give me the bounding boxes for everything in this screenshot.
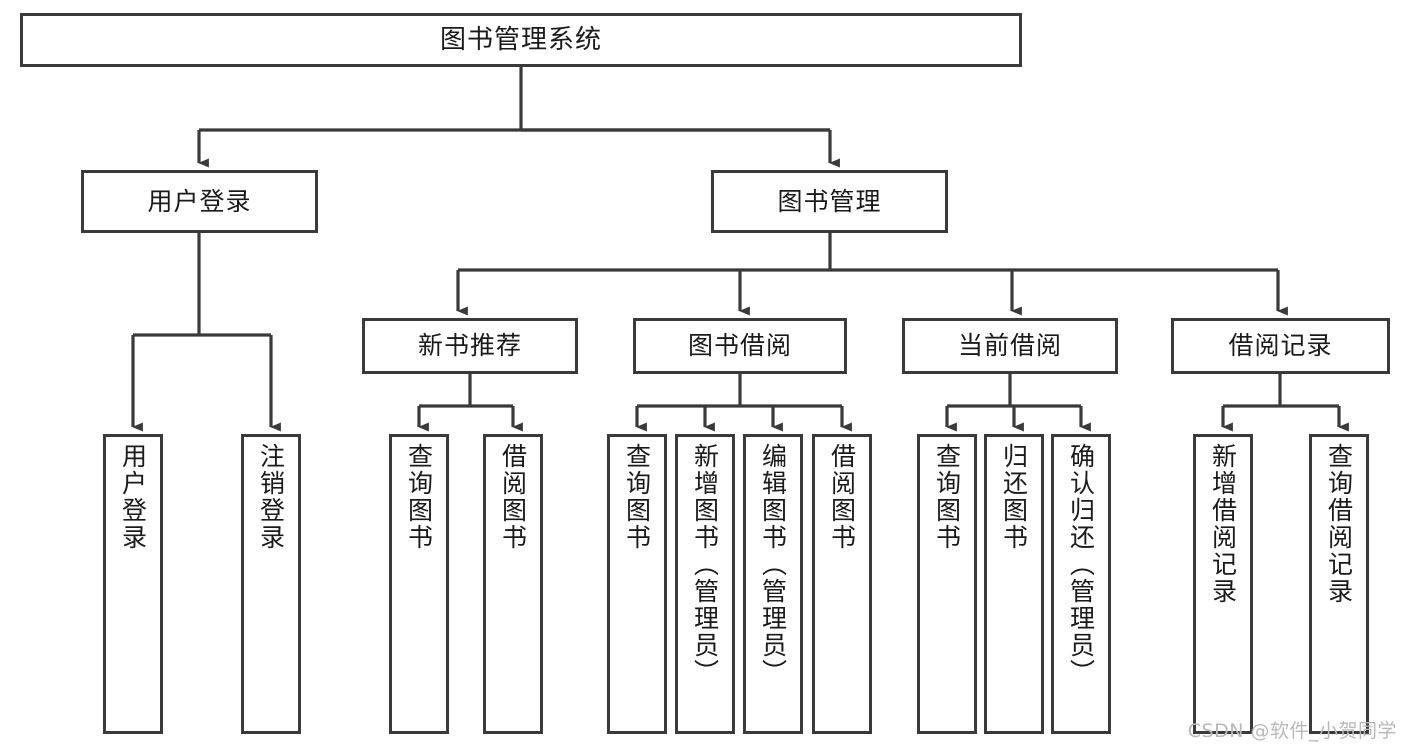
node-root-system[interactable]: 图书管理系统 bbox=[20, 13, 1022, 67]
node-label: 借阅记录 bbox=[1228, 331, 1333, 361]
node-new-book-recommend[interactable]: 新书推荐 bbox=[362, 318, 578, 374]
leaf-book-borrow-borrow[interactable]: 借阅图书 bbox=[812, 434, 872, 734]
node-label: 归还图书 bbox=[999, 443, 1029, 551]
node-label: 编辑图书（管理员） bbox=[758, 443, 788, 686]
node-label: 借阅图书 bbox=[827, 443, 857, 551]
leaf-book-borrow-edit[interactable]: 编辑图书（管理员） bbox=[743, 434, 803, 734]
node-label: 借阅图书 bbox=[498, 443, 528, 551]
node-label: 当前借阅 bbox=[957, 331, 1062, 361]
node-label: 查询图书 bbox=[932, 443, 962, 551]
leaf-user-login-logout[interactable]: 注销登录 bbox=[241, 434, 301, 734]
node-label: 图书借阅 bbox=[687, 331, 792, 361]
node-book-borrow[interactable]: 图书借阅 bbox=[633, 318, 847, 374]
leaf-book-borrow-query[interactable]: 查询图书 bbox=[607, 434, 667, 734]
leaf-current-borrow-query[interactable]: 查询图书 bbox=[917, 434, 977, 734]
node-user-login[interactable]: 用户登录 bbox=[81, 170, 318, 233]
node-current-borrow[interactable]: 当前借阅 bbox=[902, 318, 1118, 374]
leaf-current-borrow-confirm-return[interactable]: 确认归还（管理员） bbox=[1051, 434, 1111, 734]
node-label: 确认归还（管理员） bbox=[1066, 443, 1096, 686]
leaf-user-login-login[interactable]: 用户登录 bbox=[103, 434, 163, 734]
leaf-borrow-record-add[interactable]: 新增借阅记录 bbox=[1193, 434, 1253, 734]
node-label: 查询图书 bbox=[404, 443, 434, 551]
leaf-new-book-query[interactable]: 查询图书 bbox=[389, 434, 449, 734]
node-label: 新增图书（管理员） bbox=[690, 443, 720, 686]
node-label: 图书管理 bbox=[777, 186, 882, 216]
leaf-current-borrow-return[interactable]: 归还图书 bbox=[984, 434, 1044, 734]
node-label: 用户登录 bbox=[147, 186, 252, 216]
node-book-management[interactable]: 图书管理 bbox=[711, 170, 948, 233]
node-label: 新书推荐 bbox=[417, 331, 522, 361]
node-label: 用户登录 bbox=[118, 443, 148, 551]
node-label: 注销登录 bbox=[256, 443, 286, 551]
leaf-new-book-borrow[interactable]: 借阅图书 bbox=[483, 434, 543, 734]
node-borrow-record[interactable]: 借阅记录 bbox=[1171, 318, 1390, 374]
node-label: 新增借阅记录 bbox=[1208, 443, 1238, 605]
node-label: 查询图书 bbox=[622, 443, 652, 551]
leaf-book-borrow-add[interactable]: 新增图书（管理员） bbox=[675, 434, 735, 734]
csdn-watermark: CSDN @软件_小贺同学 bbox=[1187, 720, 1397, 742]
node-label: 图书管理系统 bbox=[439, 24, 602, 55]
node-label: 查询借阅记录 bbox=[1324, 443, 1354, 605]
leaf-borrow-record-query[interactable]: 查询借阅记录 bbox=[1309, 434, 1369, 734]
